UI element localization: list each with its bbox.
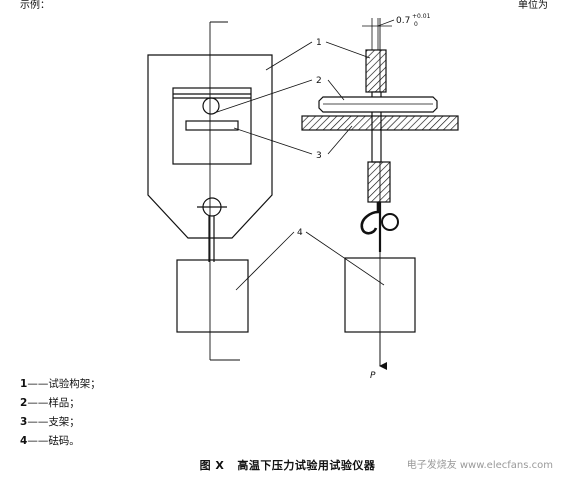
legend-item-3: 3——支架；	[20, 416, 80, 428]
leader-4-right	[305, 231, 385, 286]
support-plate	[301, 115, 459, 131]
header-right: 单位为	[518, 0, 548, 11]
leader-2-right	[327, 79, 345, 101]
dimension-value: 0.7	[396, 16, 410, 26]
figure-caption: 图 X 高温下压力试验用试验仪器	[0, 457, 575, 473]
upper-specimen-block	[365, 49, 387, 93]
callout-1: 1	[316, 38, 322, 48]
callout-3: 3	[316, 151, 322, 161]
callout-4: 4	[297, 228, 303, 238]
test-frame	[147, 54, 273, 239]
force-label: P	[370, 371, 376, 381]
header-left: 示例：	[20, 0, 50, 11]
specimen-window	[172, 87, 252, 165]
front-view	[147, 21, 273, 361]
leader-4-left	[235, 231, 295, 291]
leader-3-right	[327, 125, 353, 155]
hook-eye	[381, 213, 399, 231]
dimension-tol-lower: 0	[414, 21, 418, 28]
figure-title: 高温下压力试验用试验仪器	[237, 459, 376, 472]
legend-item-4: 4——砝码。	[20, 435, 80, 447]
watermark: 电子发烧友 www.elecfans.com	[406, 460, 553, 471]
leader-1-right	[325, 41, 371, 59]
legend-item-1: 1——试验构架；	[20, 378, 101, 390]
callout-2: 2	[316, 76, 322, 86]
legend-item-2: 2——样品；	[20, 397, 80, 409]
leader-lines	[213, 41, 385, 291]
lower-specimen-block	[367, 161, 391, 203]
side-view	[301, 18, 459, 370]
weight-box-front	[176, 259, 249, 333]
leader-2-left	[213, 79, 313, 114]
sample-pin	[318, 96, 438, 113]
leader-3-left	[233, 127, 313, 155]
dim-leader	[377, 19, 395, 27]
dimension-tol-upper: +0.01	[412, 13, 431, 20]
support-bar	[185, 120, 239, 131]
leader-1-left	[265, 41, 313, 71]
figure-number: 图 X	[199, 459, 225, 472]
upper-pin-circle	[202, 97, 220, 115]
hook	[360, 202, 380, 235]
